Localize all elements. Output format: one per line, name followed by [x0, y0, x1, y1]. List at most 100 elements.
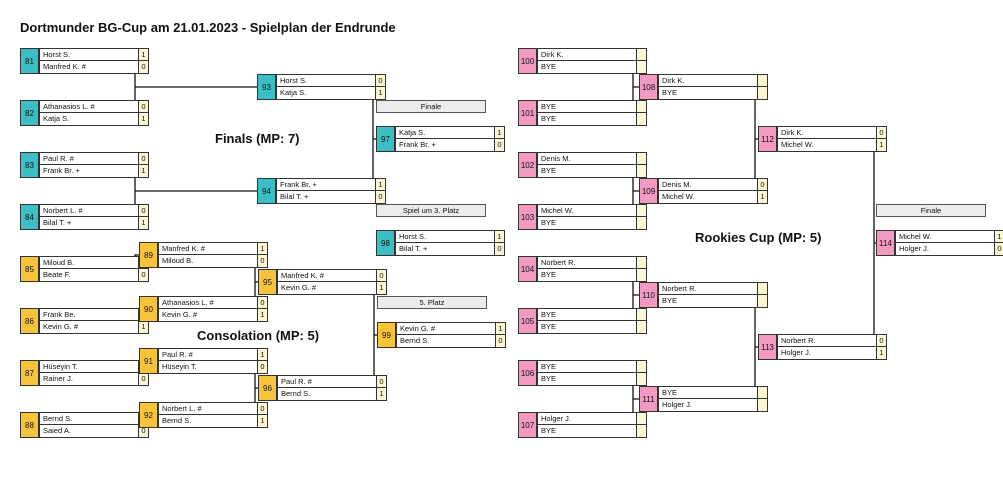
player-row: Dirk K. — [658, 74, 768, 87]
player-score: 0 — [138, 61, 149, 74]
player-score — [636, 373, 647, 386]
player-name: Norbert R. — [537, 256, 637, 269]
player-score: 0 — [138, 152, 149, 165]
player-row: Horst S.1 — [39, 48, 149, 61]
match-number: 95 — [258, 269, 277, 295]
player-score — [636, 360, 647, 373]
player-row: Katja S.1 — [276, 87, 386, 100]
player-row: Norbert L. #0 — [158, 402, 268, 415]
player-score — [636, 321, 647, 334]
player-score: 0 — [376, 269, 387, 282]
player-name: Norbert L. # — [158, 402, 258, 415]
player-row: Miloud B.0 — [158, 255, 268, 268]
player-score — [636, 256, 647, 269]
player-name: Holger J. — [658, 399, 758, 412]
player-name: Kevin G. # — [39, 321, 139, 334]
player-row: BYE — [537, 425, 647, 438]
player-row: Kevin G. #1 — [158, 309, 268, 322]
player-score: 0 — [494, 139, 505, 152]
player-name: BYE — [537, 360, 637, 373]
match-number: 90 — [139, 296, 158, 322]
player-name: Holger J. — [537, 412, 637, 425]
player-score: 0 — [494, 243, 505, 256]
match-number: 87 — [20, 360, 39, 386]
player-row: Manfred K. #0 — [277, 269, 387, 282]
player-score: 1 — [257, 415, 268, 428]
player-row: Dirk K.0 — [777, 126, 887, 139]
player-score: 1 — [138, 113, 149, 126]
player-row: Manfred K. #1 — [158, 242, 268, 255]
player-name: Horst S. — [276, 74, 376, 87]
player-name: Miloud B. — [158, 255, 258, 268]
match-number: 91 — [139, 348, 158, 374]
player-score: 0 — [757, 178, 768, 191]
player-row: Norbert R. — [658, 282, 768, 295]
player-row: Frank Br. +1 — [276, 178, 386, 191]
player-row: Katja S.1 — [395, 126, 505, 139]
match-number: 100 — [518, 48, 537, 74]
player-name: Frank Br. + — [39, 165, 139, 178]
player-score: 0 — [138, 373, 149, 386]
player-name: BYE — [537, 269, 637, 282]
player-row: Horst S.1 — [395, 230, 505, 243]
player-name: Saied A. — [39, 425, 139, 438]
player-score — [636, 100, 647, 113]
player-score: 1 — [376, 282, 387, 295]
player-row: BYE — [537, 373, 647, 386]
finale-label: Finale — [376, 100, 486, 113]
player-score: 0 — [876, 334, 887, 347]
match-number: 84 — [20, 204, 39, 230]
player-row: Michel W.1 — [658, 191, 768, 204]
player-name: Frank Br. + — [395, 139, 495, 152]
player-score: 1 — [375, 87, 386, 100]
match-number: 94 — [257, 178, 276, 204]
player-score — [636, 217, 647, 230]
player-name: Hüseyin T. — [158, 361, 258, 374]
player-score: 1 — [138, 165, 149, 178]
player-score: 1 — [494, 126, 505, 139]
fifth-place-label: 5. Platz — [377, 296, 487, 309]
player-name: Norbert R. — [658, 282, 758, 295]
player-row: Frank Br. +0 — [395, 139, 505, 152]
player-name: BYE — [537, 308, 637, 321]
finals-title: Finals (MP: 7) — [215, 131, 300, 146]
player-row: Holger J.1 — [777, 347, 887, 360]
player-score: 1 — [876, 347, 887, 360]
player-row: BYE — [537, 321, 647, 334]
player-name: Holger J. — [895, 243, 995, 256]
player-name: Bilal T. + — [276, 191, 376, 204]
match-number: 97 — [376, 126, 395, 152]
player-row: BYE — [658, 87, 768, 100]
player-row: Kevin G. #1 — [277, 282, 387, 295]
player-name: Paul R. # — [39, 152, 139, 165]
match-number: 99 — [377, 322, 396, 348]
player-row: BYE — [658, 386, 768, 399]
player-score: 1 — [876, 139, 887, 152]
player-name: Katja S. — [395, 126, 495, 139]
match-number: 108 — [639, 74, 658, 100]
player-row: BYE — [537, 360, 647, 373]
player-name: Beate F. — [39, 269, 139, 282]
player-score — [636, 165, 647, 178]
player-name: Denis M. — [658, 178, 758, 191]
match-number: 98 — [376, 230, 395, 256]
player-name: Michel W. — [658, 191, 758, 204]
player-name: Athanasios L. # — [39, 100, 139, 113]
player-score: 1 — [257, 309, 268, 322]
match-number: 83 — [20, 152, 39, 178]
player-name: Holger J. — [777, 347, 877, 360]
player-score: 1 — [376, 388, 387, 401]
player-name: Norbert R. — [777, 334, 877, 347]
player-row: Kevin G. #1 — [39, 321, 149, 334]
player-name: BYE — [658, 386, 758, 399]
match-number: 114 — [876, 230, 895, 256]
player-name: BYE — [537, 61, 637, 74]
player-score: 0 — [138, 269, 149, 282]
player-score: 1 — [138, 217, 149, 230]
player-row: Frank Be.0 — [39, 308, 149, 321]
player-row: Frank Br. +1 — [39, 165, 149, 178]
match-number: 105 — [518, 308, 537, 334]
player-score: 1 — [138, 321, 149, 334]
player-score: 0 — [138, 204, 149, 217]
player-row: BYE — [537, 61, 647, 74]
